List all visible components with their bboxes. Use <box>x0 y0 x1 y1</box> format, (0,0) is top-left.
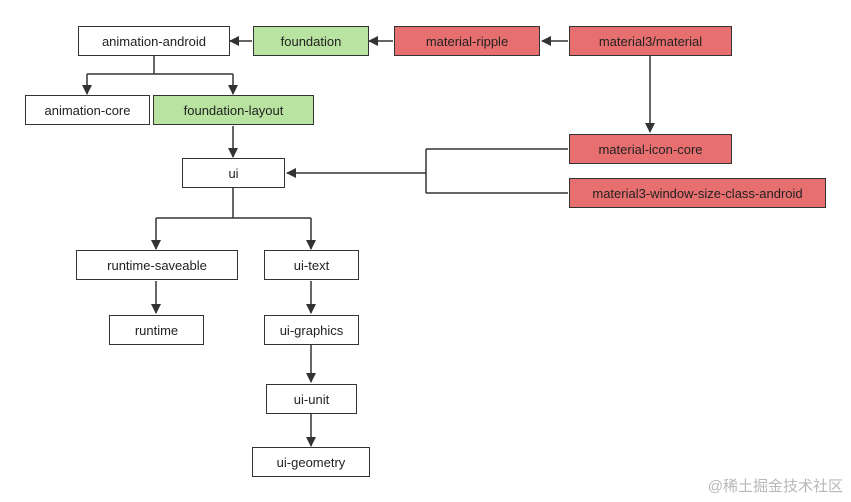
watermark: @稀土掘金技术社区 <box>707 478 843 495</box>
node-runtime: runtime <box>109 315 204 345</box>
node-ui: ui <box>182 158 285 188</box>
node-animation-android: animation-android <box>78 26 230 56</box>
node-foundation-layout: foundation-layout <box>153 95 314 125</box>
node-animation-core: animation-core <box>25 95 150 125</box>
node-material3-material: material3/material <box>569 26 732 56</box>
node-ui-unit: ui-unit <box>266 384 357 414</box>
node-foundation: foundation <box>253 26 369 56</box>
node-runtime-saveable: runtime-saveable <box>76 250 238 280</box>
node-ui-geometry: ui-geometry <box>252 447 370 477</box>
node-ui-graphics: ui-graphics <box>264 315 359 345</box>
node-material-ripple: material-ripple <box>394 26 540 56</box>
node-ui-text: ui-text <box>264 250 359 280</box>
node-material-icon-core: material-icon-core <box>569 134 732 164</box>
node-material3-window-size-class-android: material3-window-size-class-android <box>569 178 826 208</box>
